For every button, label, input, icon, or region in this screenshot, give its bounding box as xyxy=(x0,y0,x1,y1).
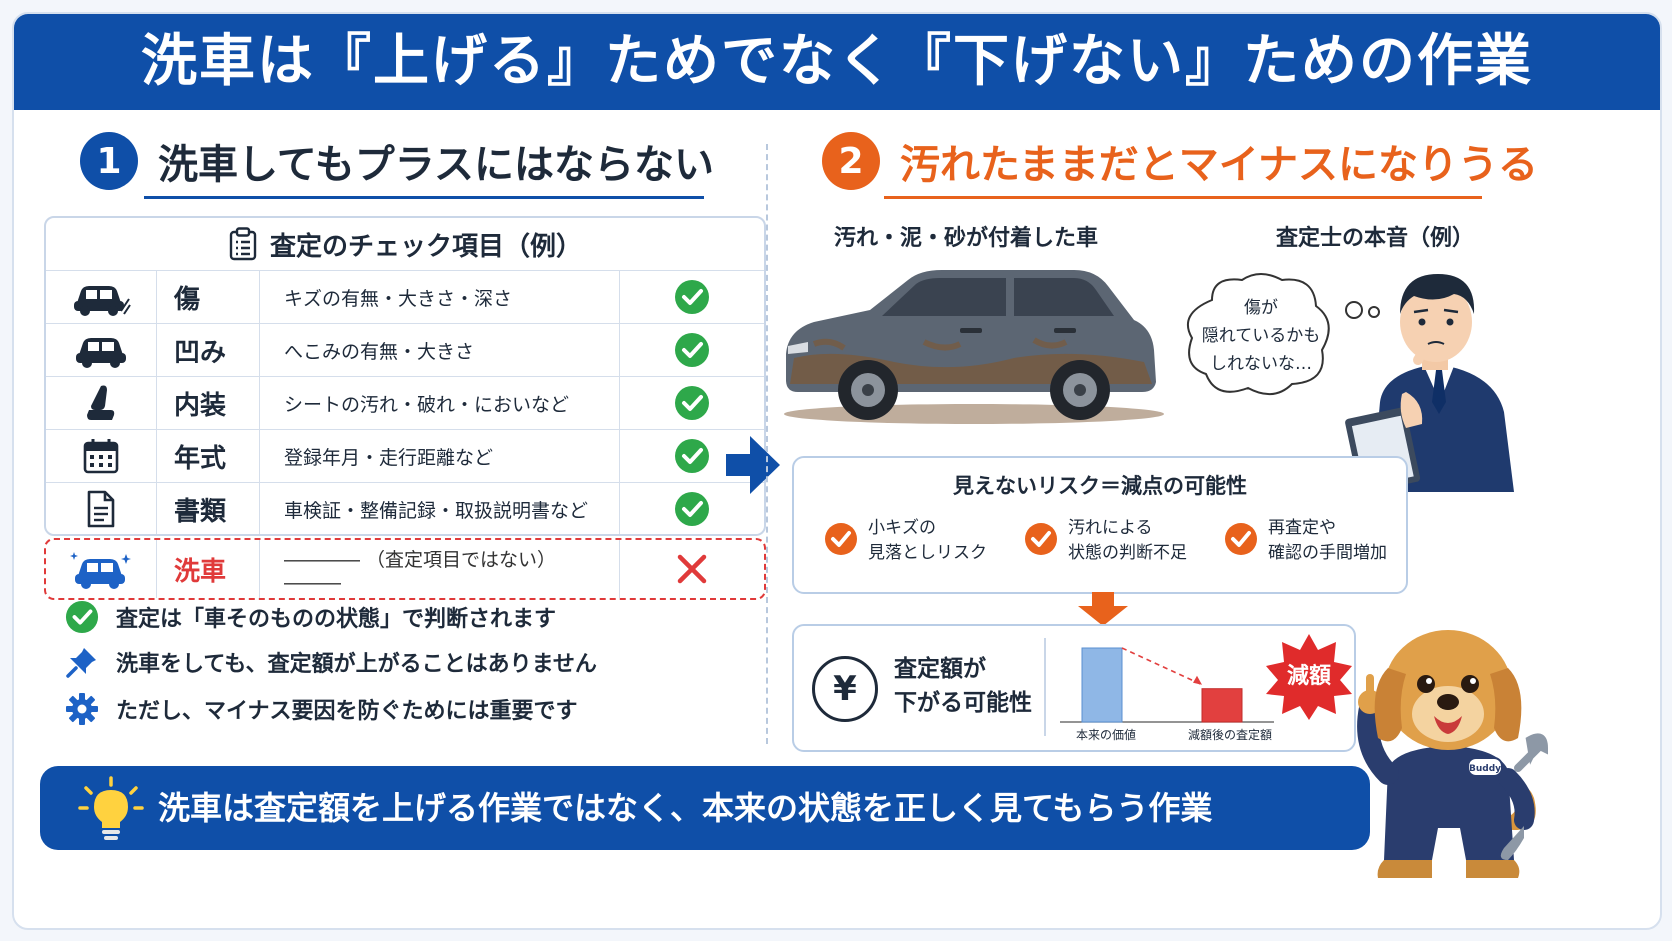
item-description: キズの有無・大きさ・深さ xyxy=(260,271,620,323)
risk-box: 見えないリスク＝減点の可能性 小キズの見落としリスク 汚れによる状態の判断不足 … xyxy=(792,456,1408,594)
wash-description: ―――― （査定項目ではない） ――― xyxy=(260,540,620,598)
speech-line: しれないな… xyxy=(1210,354,1312,374)
check-mark-icon xyxy=(620,324,764,376)
speech-bubble xyxy=(1182,270,1338,410)
gear-icon xyxy=(62,692,102,726)
wash-row: 洗車 ―――― （査定項目ではない） ――― xyxy=(44,538,766,600)
section2-underline xyxy=(884,196,1482,199)
calendar-icon xyxy=(46,430,157,482)
speech-text: 傷が 隠れているかも しれないな… xyxy=(1188,294,1334,378)
speech-line: 傷が xyxy=(1244,298,1278,318)
dog-mascot-illustration: Buddy xyxy=(1348,598,1549,892)
drop-divider xyxy=(1044,638,1046,736)
bullet-text: ただし、マイナス要因を防ぐためには重要です xyxy=(116,699,578,724)
table-title: 査定のチェック項目（例） xyxy=(269,231,582,262)
clipboard-icon xyxy=(228,227,258,261)
table-row: 凹み へこみの有無・大きさ xyxy=(46,323,764,376)
item-name: 内装 xyxy=(156,377,260,429)
inspector-illustration xyxy=(1344,252,1534,496)
section2-number: 2 xyxy=(822,132,880,190)
table-row: 傷 キズの有無・大きさ・深さ xyxy=(46,270,764,323)
table-row: 書類 車検証・整備記録・取扱説明書など xyxy=(46,482,764,534)
risk-text: 汚れによる状態の判断不足 xyxy=(1068,518,1187,563)
infographic-frame: 洗車は『上げる』ためでなく『下げない』ための作業 1 洗車してもプラスにはならな… xyxy=(12,12,1662,930)
pin-icon xyxy=(62,646,102,678)
damaged-car-icon xyxy=(46,271,157,323)
car-seat-icon xyxy=(46,377,157,429)
risk-text: 小キズの見落としリスク xyxy=(868,518,987,563)
check-mark-icon xyxy=(620,271,764,323)
footer-text: 洗車は査定額を上げる作業ではなく、本来の状態を正しく見てもらう作業 xyxy=(158,789,1213,827)
section1-title: 洗車してもプラスにはならない xyxy=(158,142,714,188)
value-drop-box: ¥ 査定額が 下がる可能性 本来の価値 減額後の査定額 減額 xyxy=(792,624,1356,752)
dirty-car-illustration xyxy=(774,258,1174,432)
risk-item: 小キズの見落としリスク xyxy=(824,516,987,566)
down-arrow-icon xyxy=(1076,592,1130,630)
item-description: へこみの有無・大きさ xyxy=(260,324,620,376)
check-mark-icon xyxy=(620,483,764,534)
section2-title: 汚れたままだとマイナスになりうる xyxy=(900,142,1538,188)
footer-banner: 洗車は査定額を上げる作業ではなく、本来の状態を正しく見てもらう作業 xyxy=(40,766,1370,850)
trend-arrowhead xyxy=(1193,675,1202,685)
bar-label-original: 本来の価値 xyxy=(1075,728,1136,742)
table-header: 査定のチェック項目（例） xyxy=(46,218,764,270)
item-name: 傷 xyxy=(156,271,260,323)
section2-heading: 2 汚れたままだとマイナスになりうる xyxy=(822,132,1538,190)
risk-text: 再査定や確認の手間増加 xyxy=(1268,518,1387,563)
reduction-badge: 減額 xyxy=(1264,632,1354,726)
yen-icon: ¥ xyxy=(812,656,878,722)
section-divider xyxy=(766,144,768,744)
right-arrow-icon xyxy=(726,432,782,502)
bullet-item: ただし、マイナス要因を防ぐためには重要です xyxy=(62,692,578,726)
header-banner: 洗車は『上げる』ためでなく『下げない』ための作業 xyxy=(14,14,1660,110)
drop-line: 査定額が xyxy=(894,656,986,682)
risk-item: 再査定や確認の手間増加 xyxy=(1224,516,1387,566)
check-mark-icon xyxy=(620,377,764,429)
bar-reduced-value xyxy=(1201,688,1243,723)
mascot-badge-text: Buddy xyxy=(1469,764,1501,774)
risk-item: 汚れによる状態の判断不足 xyxy=(1024,516,1187,566)
item-name: 凹み xyxy=(156,324,260,376)
risk-title: 見えないリスク＝減点の可能性 xyxy=(953,474,1247,498)
document-icon xyxy=(46,483,157,534)
item-name: 書類 xyxy=(156,483,260,534)
check-mark-icon xyxy=(620,430,764,482)
section1-number: 1 xyxy=(80,132,138,190)
value-bar-chart xyxy=(1060,647,1274,723)
orange-check-icon xyxy=(1024,522,1058,560)
drop-text: 査定額が 下がる可能性 xyxy=(894,652,1032,720)
check-items-table: 査定のチェック項目（例） 傷 キズの有無・大きさ・深さ 凹み へこみの有無・大き… xyxy=(44,216,766,536)
item-description: シートの汚れ・破れ・においなど xyxy=(260,377,620,429)
wash-name: 洗車 xyxy=(156,540,260,598)
sparkling-car-icon xyxy=(46,540,157,598)
bullet-item: 査定は「車そのものの状態」で判断されます xyxy=(62,600,556,634)
item-description: 車検証・整備記録・取扱説明書など xyxy=(260,483,620,534)
page-title: 洗車は『上げる』ためでなく『下げない』ための作業 xyxy=(141,29,1533,94)
check-circle-icon xyxy=(62,600,102,634)
car-label: 汚れ・泥・砂が付着した車 xyxy=(834,226,1099,251)
bar-original-value xyxy=(1081,647,1123,723)
thought-dots xyxy=(1344,298,1384,326)
trend-line xyxy=(1121,647,1203,686)
reduction-badge-text: 減額 xyxy=(1286,664,1331,689)
bullet-item: 洗車をしても、査定額が上がることはありません xyxy=(62,646,597,678)
section1-underline xyxy=(144,196,704,199)
inspector-label: 査定士の本音（例） xyxy=(1276,226,1475,251)
table-row: 内装 シートの汚れ・破れ・においなど xyxy=(46,376,764,429)
item-description: 登録年月・走行距離など xyxy=(260,430,620,482)
cross-mark-icon xyxy=(620,540,764,598)
item-name: 年式 xyxy=(156,430,260,482)
table-row: 年式 登録年月・走行距離など xyxy=(46,429,764,482)
orange-check-icon xyxy=(824,522,858,560)
bullet-text: 洗車をしても、査定額が上がることはありません xyxy=(116,652,597,677)
section1-heading: 1 洗車してもプラスにはならない xyxy=(80,132,714,190)
speech-line: 隠れているかも xyxy=(1201,326,1321,346)
bar-label-reduced: 減額後の査定額 xyxy=(1187,728,1272,742)
orange-check-icon xyxy=(1224,522,1258,560)
drop-line: 下がる可能性 xyxy=(894,690,1032,716)
bullet-text: 査定は「車そのものの状態」で判断されます xyxy=(116,607,557,632)
lightbulb-icon xyxy=(78,776,144,846)
car-icon xyxy=(46,324,157,376)
